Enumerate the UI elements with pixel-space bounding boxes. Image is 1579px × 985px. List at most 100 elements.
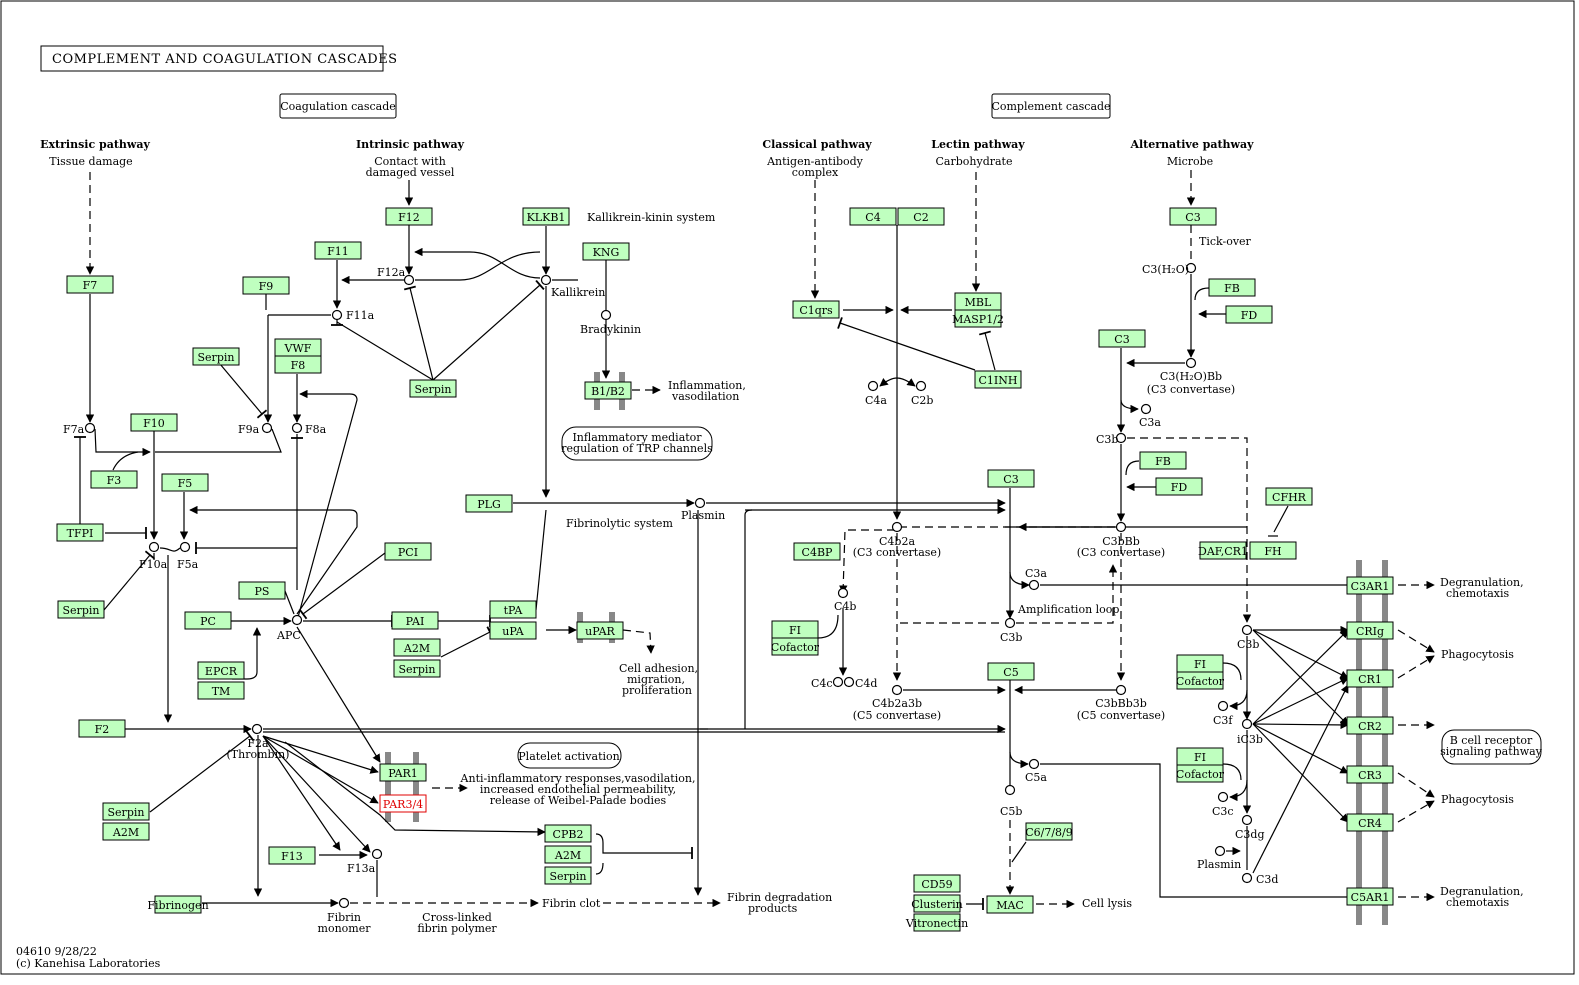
gene-box[interactable] (391, 611, 439, 630)
gene-box[interactable] (465, 494, 513, 513)
gene-fd-a[interactable]: FD (1225, 305, 1273, 324)
gene-box[interactable] (379, 763, 427, 782)
gene-c3-a[interactable]: C3 (1169, 207, 1217, 226)
gene-c6789[interactable]: C6/7/8/9 (1025, 822, 1073, 841)
gene-plg[interactable]: PLG (465, 494, 513, 513)
gene-box[interactable] (987, 469, 1035, 488)
gene-f12[interactable]: F12 (385, 207, 433, 226)
gene-serpin-e[interactable]: Serpin (102, 802, 150, 821)
gene-box[interactable] (771, 637, 819, 656)
gene-box[interactable] (385, 207, 433, 226)
gene-cr4[interactable]: CR4 (1346, 813, 1394, 832)
gene-box[interactable] (384, 542, 432, 561)
gene-upa[interactable]: uPA (489, 621, 537, 640)
gene-pci[interactable]: PCI (384, 542, 432, 561)
gene-dafcr1[interactable]: DAF,CR1 (1198, 541, 1248, 560)
gene-box[interactable] (582, 242, 630, 261)
gene-fi-b[interactable]: FI (1176, 654, 1224, 673)
gene-box[interactable] (1208, 278, 1256, 297)
gene-fi-c[interactable]: FI (1176, 747, 1224, 766)
gene-box[interactable] (154, 895, 202, 914)
gene-box[interactable] (102, 802, 150, 821)
gene-box[interactable] (522, 207, 570, 226)
gene-fh[interactable]: FH (1249, 541, 1297, 560)
gene-box[interactable] (1176, 764, 1224, 783)
gene-serpin-f[interactable]: Serpin (544, 866, 592, 885)
gene-box[interactable] (56, 523, 104, 542)
gene-box[interactable] (409, 379, 457, 398)
gene-box[interactable] (1346, 887, 1394, 906)
gene-box[interactable] (1346, 813, 1394, 832)
gene-box[interactable] (242, 276, 290, 295)
gene-masp12[interactable]: MASP1/2 (952, 309, 1004, 328)
gene-upar[interactable]: uPAR (576, 621, 624, 640)
gene-box[interactable] (192, 347, 240, 366)
gene-box[interactable] (1225, 305, 1273, 324)
gene-pc[interactable]: PC (184, 611, 232, 630)
gene-box[interactable] (974, 370, 1022, 389)
gene-box[interactable] (849, 207, 897, 226)
gene-a2m-a[interactable]: A2M (393, 638, 441, 657)
gene-par34[interactable]: PAR3/4 (379, 794, 427, 813)
gene-a2m-c[interactable]: A2M (544, 845, 592, 864)
gene-box[interactable] (197, 681, 245, 700)
gene-box[interactable] (393, 638, 441, 657)
gene-f9[interactable]: F9 (242, 276, 290, 295)
gene-box[interactable] (197, 661, 245, 680)
gene-box[interactable] (489, 600, 537, 619)
gene-box[interactable] (1098, 329, 1146, 348)
gene-box[interactable] (1346, 576, 1394, 595)
gene-box[interactable] (1346, 621, 1394, 640)
gene-cd59[interactable]: CD59 (913, 874, 961, 893)
gene-mac[interactable]: MAC (986, 895, 1034, 914)
gene-serpin-c[interactable]: Serpin (57, 600, 105, 619)
gene-box[interactable] (1199, 541, 1247, 560)
gene-box[interactable] (584, 381, 632, 400)
gene-c5ar1[interactable]: C5AR1 (1346, 887, 1394, 906)
gene-box[interactable] (130, 413, 178, 432)
gene-vitronectin[interactable]: Vitronectin (905, 913, 968, 932)
gene-box[interactable] (1346, 765, 1394, 784)
gene-cofactor-b[interactable]: Cofactor (1176, 671, 1225, 690)
gene-box[interactable] (238, 581, 286, 600)
gene-tm[interactable]: TM (197, 681, 245, 700)
gene-box[interactable] (1265, 487, 1313, 506)
gene-box[interactable] (792, 300, 840, 319)
gene-box[interactable] (102, 822, 150, 841)
gene-serpin-a[interactable]: Serpin (192, 347, 240, 366)
gene-b1b2[interactable]: B1/B2 (584, 381, 632, 400)
gene-box[interactable] (379, 794, 427, 813)
gene-f7[interactable]: F7 (66, 275, 114, 294)
gene-box[interactable] (1169, 207, 1217, 226)
gene-ps[interactable]: PS (238, 581, 286, 600)
gene-c3-c[interactable]: C3 (987, 469, 1035, 488)
gene-box[interactable] (1346, 669, 1394, 688)
gene-cpb2[interactable]: CPB2 (544, 824, 592, 843)
gene-a2m-b[interactable]: A2M (102, 822, 150, 841)
gene-box[interactable] (544, 845, 592, 864)
gene-c4[interactable]: C4 (849, 207, 897, 226)
gene-box[interactable] (78, 719, 126, 738)
gene-box[interactable] (489, 621, 537, 640)
gene-fb-a[interactable]: FB (1208, 278, 1256, 297)
gene-box[interactable] (1025, 822, 1073, 841)
gene-box[interactable] (274, 355, 322, 374)
gene-f2[interactable]: F2 (78, 719, 126, 738)
gene-box[interactable] (90, 470, 138, 489)
gene-cr2[interactable]: CR2 (1346, 716, 1394, 735)
gene-box[interactable] (314, 241, 362, 260)
gene-box[interactable] (913, 894, 961, 913)
gene-box[interactable] (987, 662, 1035, 681)
gene-fb-b[interactable]: FB (1139, 451, 1187, 470)
gene-serpin-b[interactable]: Serpin (409, 379, 457, 398)
gene-f10[interactable]: F10 (130, 413, 178, 432)
gene-c5[interactable]: C5 (987, 662, 1035, 681)
gene-par1[interactable]: PAR1 (379, 763, 427, 782)
gene-fi-a[interactable]: FI (771, 620, 819, 639)
gene-f13[interactable]: F13 (268, 846, 316, 865)
gene-box[interactable] (986, 895, 1034, 914)
gene-epcr[interactable]: EPCR (197, 661, 245, 680)
gene-box[interactable] (66, 275, 114, 294)
gene-f3[interactable]: F3 (90, 470, 138, 489)
gene-crig[interactable]: CRIg (1346, 621, 1394, 640)
